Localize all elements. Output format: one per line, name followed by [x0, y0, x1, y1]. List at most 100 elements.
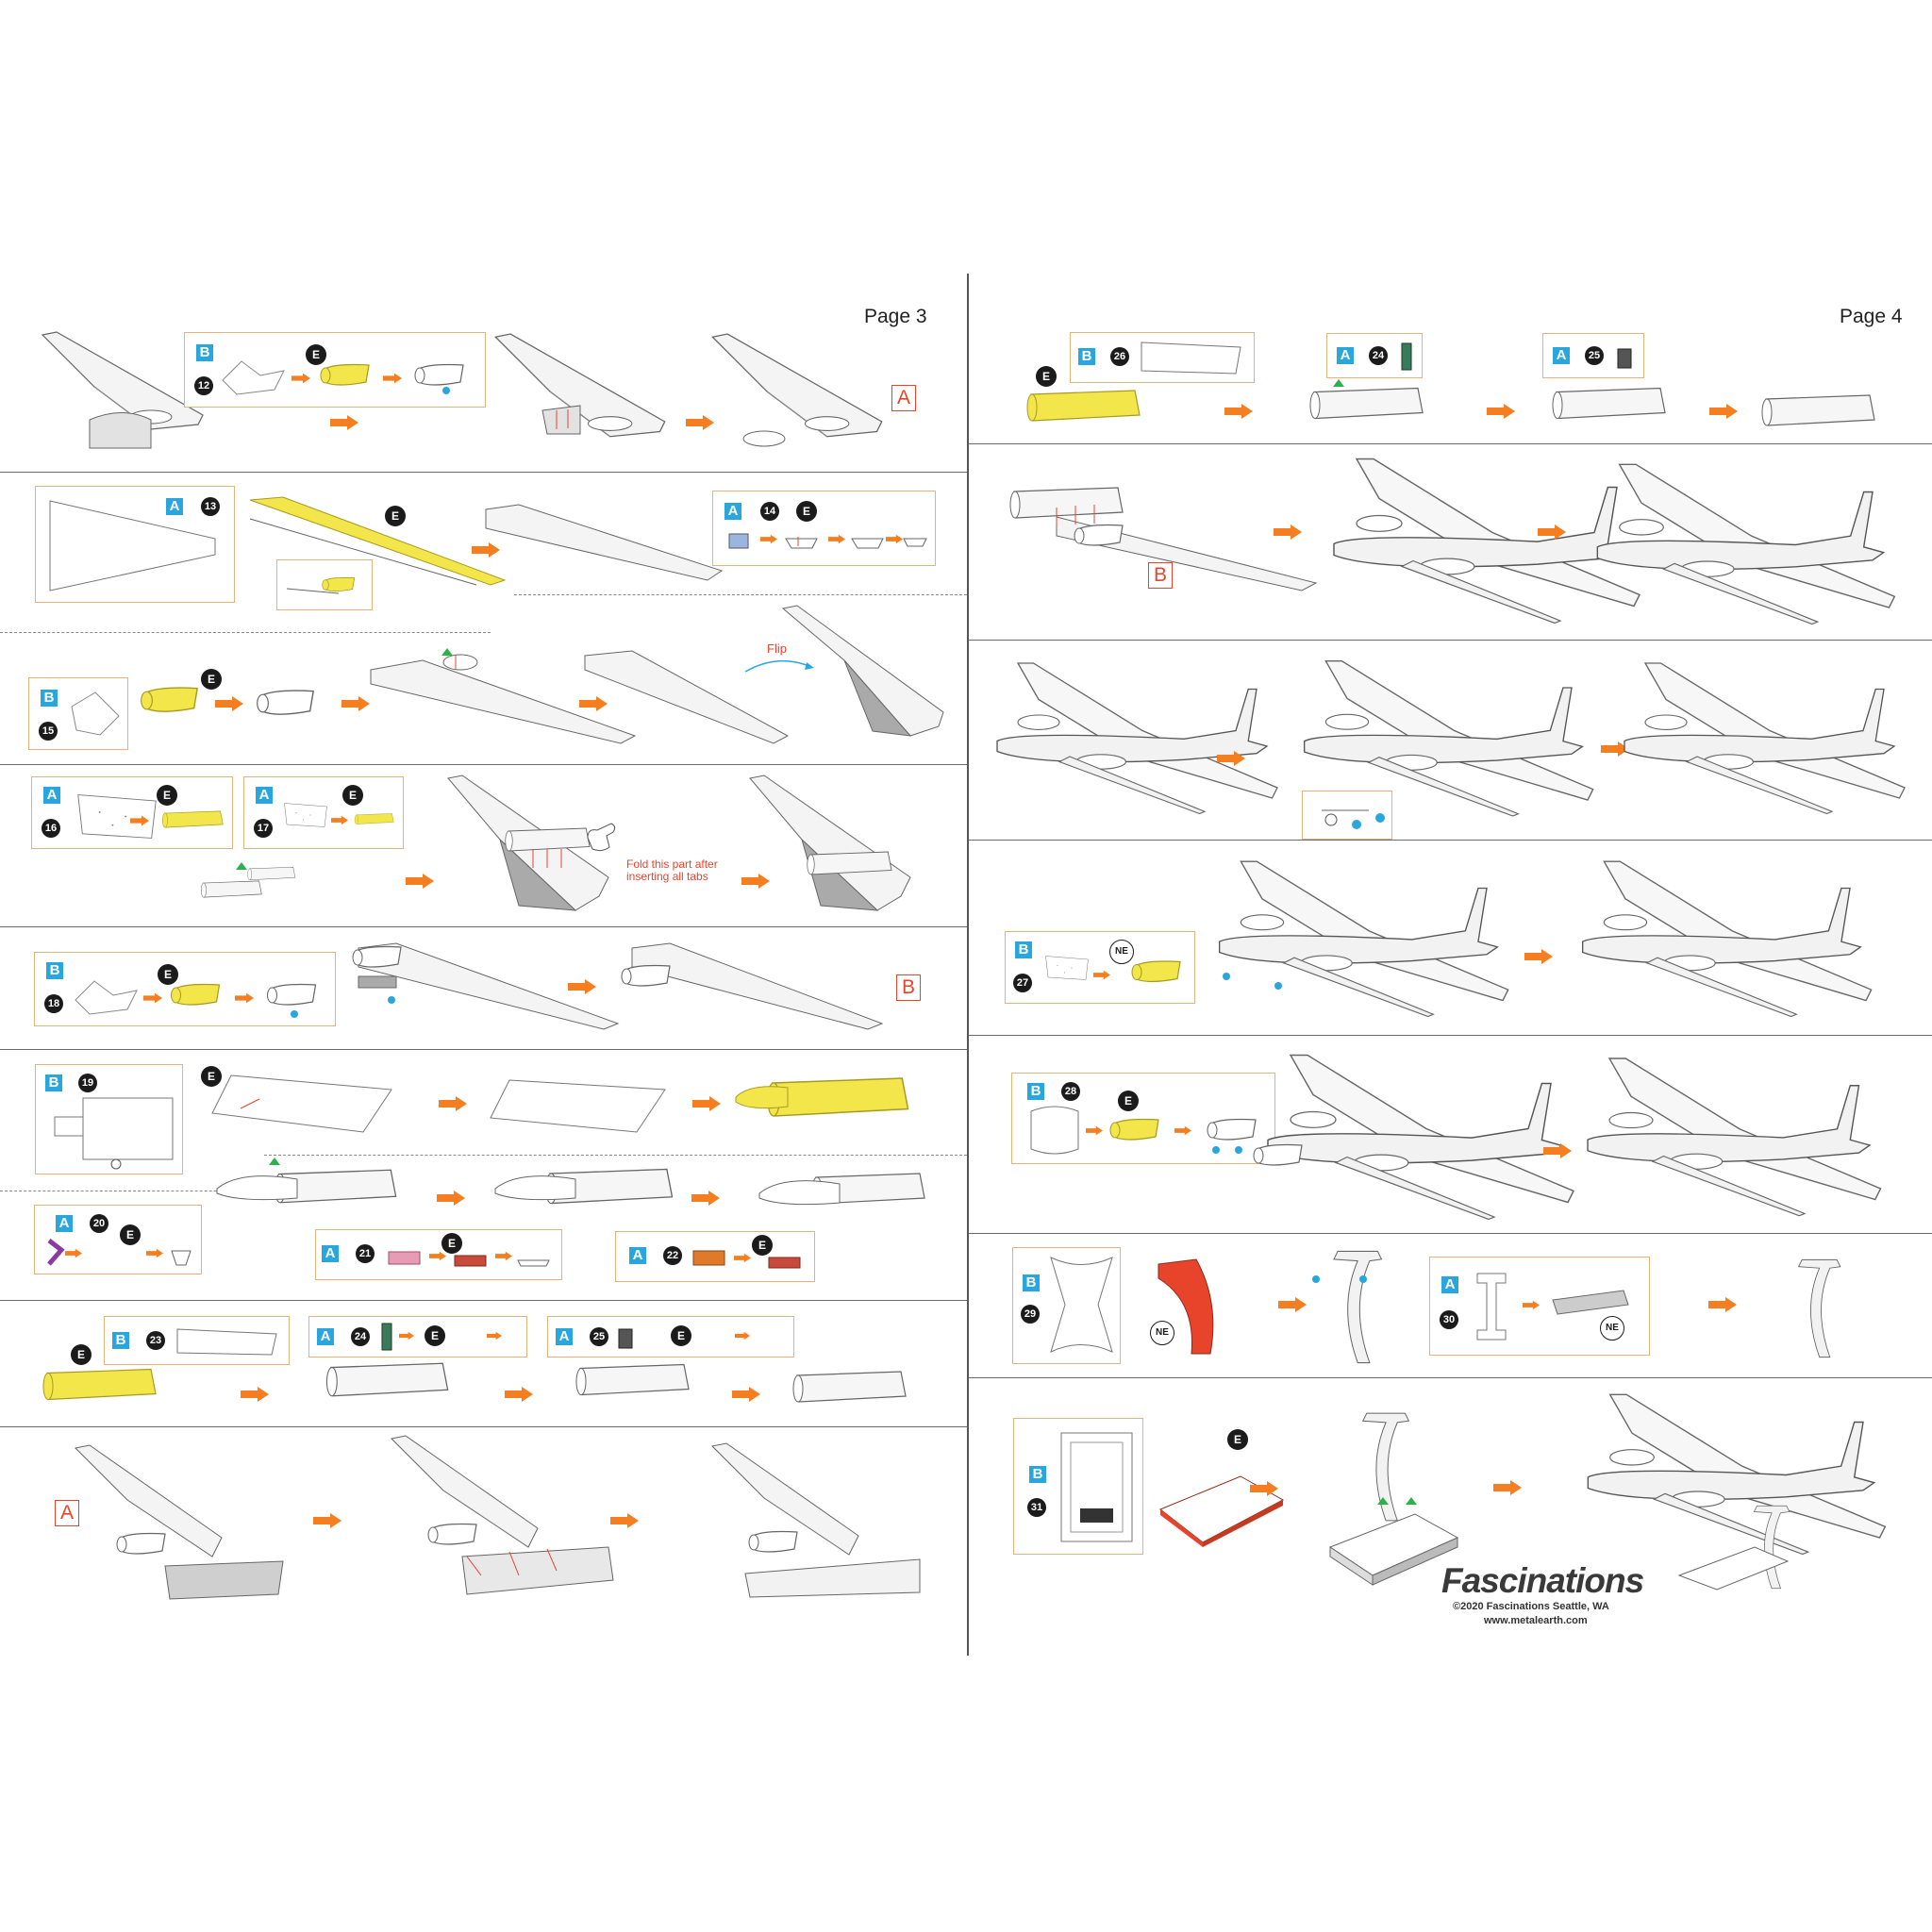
small-part [692, 1250, 725, 1266]
wing-assembly [485, 504, 724, 581]
step-number: 30 [1440, 1310, 1458, 1329]
orange-arrow-icon [1538, 525, 1566, 540]
orange-arrow-icon [130, 815, 149, 826]
tube-part [1309, 379, 1424, 420]
step-number: 21 [356, 1244, 375, 1263]
step-28-inset: B 28 E [1011, 1073, 1275, 1164]
step-30-inset: A 30 NE [1429, 1257, 1650, 1356]
plane-assembly [1218, 860, 1509, 1018]
small-part [171, 1250, 192, 1266]
orange-arrow-icon [1493, 1480, 1522, 1495]
step-19-inset: B 19 [35, 1064, 183, 1174]
wing-fuselage-assembly [74, 1444, 284, 1600]
tube-part [792, 1371, 907, 1403]
sheet-tag: A [1441, 1276, 1458, 1293]
step-number: 22 [663, 1246, 682, 1265]
orange-arrow-icon [406, 874, 434, 889]
step-number: 26 [1110, 347, 1129, 366]
sheet-tag: A [322, 1245, 339, 1262]
e-badge: E [158, 964, 178, 985]
ne-badge: NE [1150, 1321, 1174, 1345]
step-23-inset: B 23 [104, 1316, 290, 1365]
tube-yellow [354, 813, 394, 824]
base-red-part [1159, 1475, 1285, 1547]
step-27-inset: B 27 NE [1005, 931, 1195, 1004]
sheet-tag: A [317, 1328, 334, 1345]
row-separator [969, 1377, 1932, 1378]
e-badge: E [157, 785, 177, 806]
fuselage-yellow [735, 1077, 909, 1117]
orange-arrow-icon [1708, 1297, 1737, 1312]
flat-part [71, 691, 120, 736]
orange-arrow-icon [692, 1096, 721, 1111]
blue-dot-icon [1212, 1146, 1242, 1154]
orange-arrow-icon [828, 534, 845, 544]
row-separator [969, 443, 1932, 444]
orange-arrow-icon [241, 1387, 269, 1402]
step-number: 27 [1013, 974, 1032, 992]
tube-part [325, 1362, 449, 1397]
blue-dot-icon [291, 1010, 298, 1018]
orange-arrow-icon [331, 815, 348, 825]
website-url: www.metalearth.com [1484, 1615, 1588, 1626]
orange-arrow-icon [1524, 949, 1553, 964]
plane-assembly [1596, 463, 1896, 625]
sheet-ref-box: B [896, 974, 921, 1001]
wing-fuselage-assembly [1009, 487, 1318, 591]
e-badge: E [1227, 1429, 1248, 1450]
row-separator [0, 1426, 967, 1427]
wing-assembly [494, 333, 666, 438]
step-14-inset: A 14 E [712, 491, 936, 566]
plane-assembly [1624, 662, 1906, 815]
flat-part [54, 1097, 174, 1170]
orange-arrow-icon [1523, 1300, 1540, 1310]
step-17-inset: A 17 E [243, 776, 404, 849]
plane-assembly [996, 662, 1278, 815]
nacelle-part [256, 690, 314, 715]
step-13-inset: A 13 [35, 486, 235, 603]
flat-part [75, 980, 138, 1015]
orange-arrow-icon [429, 1251, 446, 1261]
tube-yellow [161, 810, 224, 828]
small-part [768, 1257, 801, 1269]
step-number: 14 [760, 502, 779, 521]
nacelle-yellow [1109, 1118, 1159, 1141]
row-separator [969, 640, 1932, 641]
flat-part [176, 1328, 277, 1356]
blue-dot-icon [442, 387, 450, 394]
row-separator [0, 472, 967, 473]
step-16-inset: A 16 E [31, 776, 233, 849]
flat-part [1045, 956, 1089, 980]
orange-arrow-icon [1224, 404, 1253, 419]
step-number: 20 [90, 1214, 108, 1233]
step-12-inset: B 12 E [184, 332, 486, 408]
nacelle-yellow [286, 576, 356, 594]
plane-assembly [1587, 1058, 1882, 1217]
flat-part [1141, 341, 1241, 375]
orange-arrow-icon [291, 373, 310, 384]
flat-part [1476, 1273, 1507, 1341]
orange-arrow-icon [143, 992, 162, 1004]
flat-part [222, 360, 285, 395]
row-separator [0, 926, 967, 927]
orange-arrow-icon [487, 1331, 502, 1341]
small-part [517, 1259, 550, 1267]
step-26-inset: B 26 [1070, 332, 1255, 383]
orange-arrow-icon [1086, 1125, 1103, 1136]
flip-label: Flip [767, 641, 787, 656]
sheet-tag: B [45, 1074, 62, 1091]
orange-arrow-icon [760, 534, 777, 544]
sheet-tag: A [629, 1247, 646, 1264]
orange-arrow-icon [734, 1253, 751, 1263]
sheet-ref-box: A [891, 385, 916, 411]
row-separator [0, 1300, 967, 1301]
wing-part [42, 331, 204, 449]
step-number: 16 [42, 819, 60, 838]
sheet-tag: B [1023, 1274, 1040, 1291]
stand-flat-part [1050, 1257, 1113, 1353]
sheet-tag: B [1029, 1466, 1046, 1483]
wing-flipped [781, 605, 944, 737]
small-part [1401, 342, 1412, 371]
sheet-tag: B [41, 690, 58, 707]
e-badge: E [796, 501, 817, 522]
